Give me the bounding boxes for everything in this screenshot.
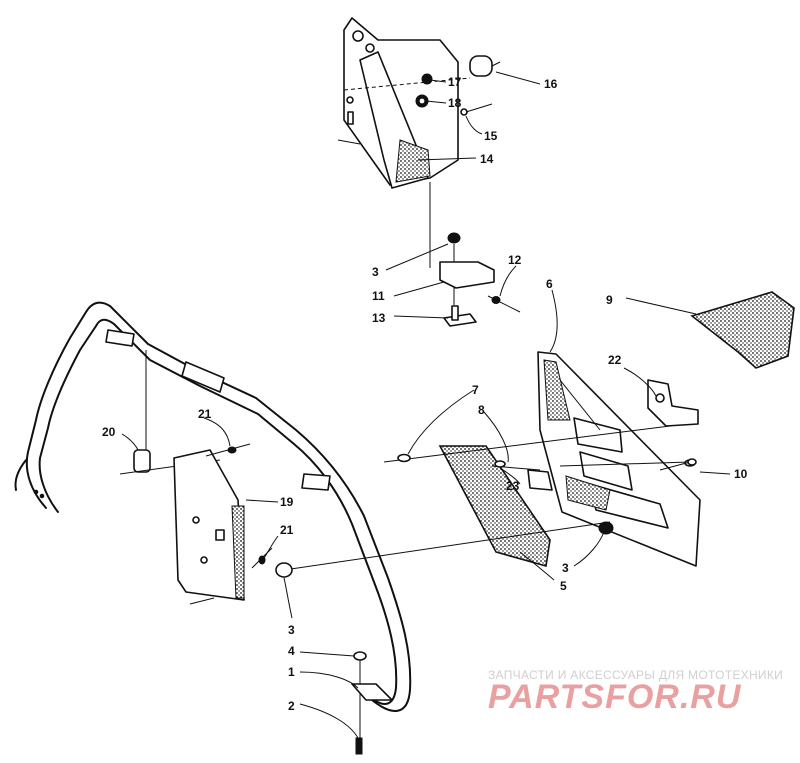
label-part-18: 18 <box>448 96 462 110</box>
label-part-6: 6 <box>546 277 553 291</box>
mounting-plate-part <box>173 449 245 605</box>
washer-part-bottom <box>353 651 367 661</box>
nut-part-left <box>275 562 293 578</box>
label-part-3-left: 3 <box>288 623 295 637</box>
label-part-12: 12 <box>508 253 522 267</box>
label-part-11: 11 <box>372 289 385 303</box>
gusset-plate-part <box>438 445 551 568</box>
side-panel-part <box>537 351 701 567</box>
label-part-3-top: 3 <box>372 265 379 279</box>
knob-part <box>469 55 501 77</box>
frame-bracket-part <box>351 683 393 701</box>
watermark-caption: ЗАПЧАСТИ И АКСЕССУАРЫ ДЛЯ МОТОТЕХНИКИ <box>488 668 784 682</box>
bolt-part <box>355 737 363 755</box>
screw-part-lower <box>258 555 266 565</box>
label-part-7: 7 <box>472 383 479 397</box>
label-part-21-upper: 21 <box>198 407 212 421</box>
label-part-13: 13 <box>372 311 386 325</box>
screw-part-right <box>687 458 697 466</box>
label-part-17: 17 <box>448 75 462 89</box>
spacer-block-part <box>527 469 553 491</box>
clip-assembly <box>439 232 521 327</box>
label-part-5: 5 <box>560 579 567 593</box>
tubular-frame-part <box>14 301 412 712</box>
label-part-16: 16 <box>544 77 558 91</box>
label-part-9: 9 <box>606 293 613 307</box>
trim-piece-part <box>690 291 795 369</box>
label-part-10: 10 <box>734 467 748 481</box>
callout-labels: 16 17 18 15 14 3 11 12 13 6 9 22 7 8 23 … <box>102 75 748 713</box>
label-part-1: 1 <box>288 665 295 679</box>
label-part-20: 20 <box>102 425 116 439</box>
label-part-4: 4 <box>288 644 295 658</box>
label-part-21-lower: 21 <box>280 523 294 537</box>
screw-part-upper <box>227 446 237 454</box>
upper-bracket-assembly <box>337 17 459 189</box>
label-part-19: 19 <box>280 495 294 509</box>
label-part-2: 2 <box>288 699 295 713</box>
label-part-8: 8 <box>478 403 485 417</box>
watermark-logo: PARTSFOR.RU <box>488 678 742 716</box>
leader-lines <box>121 71 731 739</box>
label-part-3-right: 3 <box>562 561 569 575</box>
label-part-15: 15 <box>484 129 498 143</box>
label-part-22: 22 <box>608 353 622 367</box>
label-part-23: 23 <box>506 479 520 493</box>
label-part-14: 14 <box>480 152 494 166</box>
bracket-part <box>647 379 699 427</box>
nut-part-right <box>598 521 614 535</box>
rubber-mount-part <box>133 449 151 473</box>
